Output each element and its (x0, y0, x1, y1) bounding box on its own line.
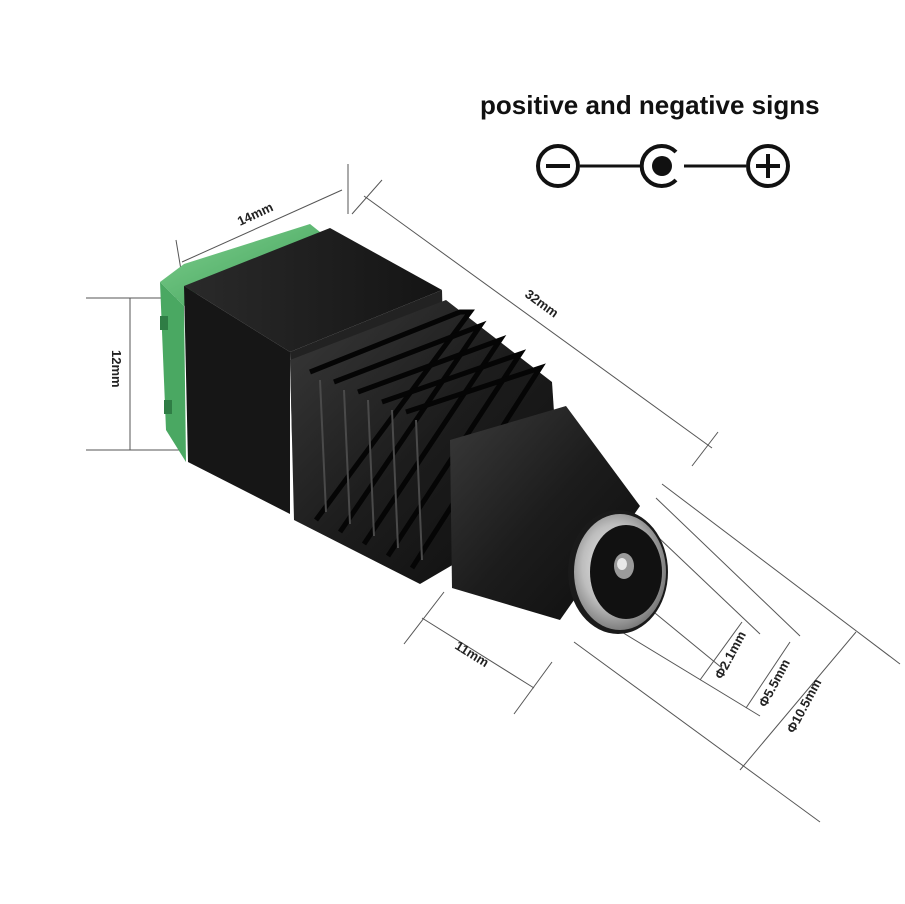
inner-diameter-label: Φ5.5mm (755, 657, 793, 710)
center-positive-plug-icon (639, 144, 678, 188)
polarity-diagram (536, 144, 790, 188)
barrel-length-label: 11mm (452, 638, 491, 670)
legend-title: positive and negative signs (480, 90, 820, 120)
dc-jack-connector (160, 224, 668, 634)
width-label: 14mm (235, 199, 275, 228)
outer-diameter-label: Φ10.5mm (783, 676, 824, 735)
height-label: 12mm (109, 350, 124, 388)
pin-diameter-label: Φ2.1mm (711, 629, 749, 682)
socket-opening (574, 514, 666, 630)
dimension-lines (86, 164, 901, 823)
positive-icon (746, 144, 790, 188)
negative-icon (536, 144, 580, 188)
